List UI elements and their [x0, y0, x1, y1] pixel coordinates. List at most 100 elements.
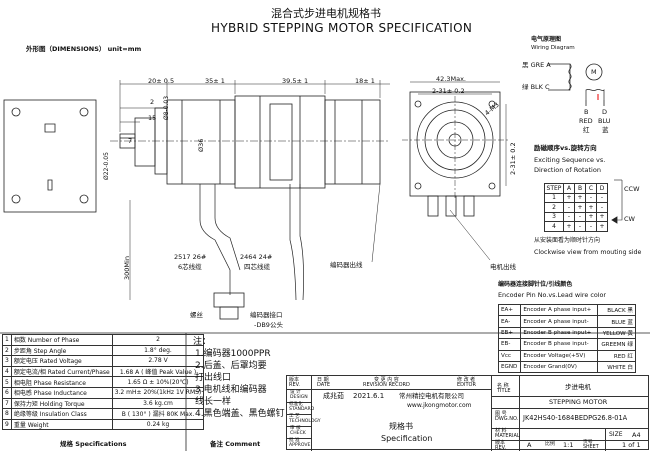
seq-cell: -	[596, 202, 608, 213]
sequence-header-row: STEP A B C D	[544, 183, 608, 194]
encoder-connector-label: 编码器接口	[250, 311, 283, 319]
tb-sheet: 1 of 1	[622, 441, 641, 449]
sequence-row: 1++--	[544, 192, 608, 203]
title-block: 版本 REV. 日 期 DATE 变 更 内 容 REVISION RECORD…	[286, 375, 649, 451]
wiring-hong: 红	[583, 126, 590, 134]
pin-desc: Encoder A phase input-	[520, 315, 598, 328]
pin-cell: Vcc	[497, 349, 522, 362]
dim-len2: 35± 1	[205, 77, 225, 85]
spec-name: 步距角 Step Angle	[10, 344, 113, 357]
pin-desc: Encoder B phase input+	[520, 326, 598, 340]
tb-website: www.jkongmotor.com	[407, 402, 472, 409]
dim-flat: 7	[128, 137, 133, 145]
tb-date-label: 日 期 DATE	[317, 377, 331, 388]
wiring-b: B	[584, 108, 589, 116]
pin-cell: EA+	[497, 303, 522, 317]
encoder-row: EB+Encoder B phase input+YELLOW 黄	[497, 326, 637, 340]
pin-cell: EA-	[497, 315, 522, 328]
pin-desc: Encoder B phase input-	[520, 338, 598, 351]
spec-no: 7	[2, 397, 12, 410]
spec-no: 3	[2, 355, 12, 367]
spec-name: 额定电流/相 Rated Current/Phase	[10, 365, 113, 378]
note-line-6: 4.黑色端盖、黑色螺钉	[195, 409, 285, 419]
seq-cell: +	[596, 211, 608, 222]
seq-h4: D	[596, 183, 608, 194]
encoder-wire-label: 编码器出线	[330, 261, 363, 269]
tb-sheet-label: 页号 SHEET	[583, 440, 599, 450]
spec-value: 2.78 V	[111, 355, 205, 367]
title-en: HYBRID STEPPING MOTOR SPECIFICATION	[211, 21, 473, 35]
spec-name: 相数 Number of Phase	[10, 334, 113, 346]
tb-size-label: SIZE	[609, 431, 623, 438]
dim-sq42: 42.3Max.	[436, 75, 466, 83]
seq-cell: +	[563, 221, 575, 232]
spec-value: 1.68 A ( 峰值 Peak Value )	[111, 365, 205, 378]
pin-desc: Encoder A phase input+	[520, 303, 598, 317]
spec-no: 1	[2, 334, 12, 346]
pin-cell: EGND	[497, 360, 522, 374]
tb-scale: 1:1	[563, 441, 574, 449]
spec-value: 1.65 Ω ± 10%(20℃)	[111, 376, 205, 388]
seq-cell: -	[596, 192, 608, 203]
seq-cell: -	[574, 211, 586, 222]
tb-name-cn: 步进电机	[565, 383, 591, 391]
seq-cell: +	[574, 202, 586, 213]
sequence-row: 2-++-	[544, 202, 608, 213]
seq-cell: -	[585, 192, 597, 203]
wiring-lan: 蓝	[602, 126, 609, 134]
cable2b-label: 四芯线缆	[244, 263, 270, 271]
encoder-pin-table: EA+Encoder A phase input+BLACK 黑 EA-Enco…	[497, 303, 637, 374]
tb-size: A4	[632, 431, 641, 439]
seq-cell: -	[563, 202, 575, 213]
note-line-3: 打出线口	[195, 373, 232, 383]
seq-h2: B	[574, 183, 586, 194]
pin-color: GREEMN 绿	[596, 338, 637, 351]
dim-len4: 18± 1	[355, 77, 375, 85]
seq-cell: +	[563, 192, 575, 203]
note-line-2: 2.后盖、后罩均要	[195, 361, 267, 371]
pin-color: BLUE 蓝	[596, 315, 637, 328]
pin-color: WHITE 白	[596, 360, 637, 374]
cable1-label: 2517 26#	[174, 253, 207, 261]
ccw-label: CCW	[624, 185, 640, 193]
tb-dwg-no: JK42HS40-1684BEDPG26.8-01A	[523, 414, 628, 422]
dim-pitch-side: 2-31± 0.2	[509, 142, 517, 175]
tb-rev-record: 变 更 内 容 REVISION RECORD	[363, 377, 410, 388]
seq-cell: -	[585, 221, 597, 232]
front-flange-view	[3, 99, 97, 213]
dim-len1: 20± 0.5	[148, 77, 175, 85]
seq-cell: 3	[544, 211, 564, 222]
spec-no: 2	[2, 344, 12, 357]
spec-no: 9	[2, 418, 12, 431]
dim-pitch-top: 2-31± 0.2	[432, 87, 465, 95]
dim-d36: Ø36	[197, 138, 205, 152]
seq-cell: +	[574, 192, 586, 203]
sequence-title-cn: 励磁顺序vs.旋转方向	[534, 144, 597, 152]
tb-dwg-label: 图 号 DWG.NO.	[495, 411, 519, 422]
seq-h0: STEP	[544, 183, 564, 194]
spec-value: 0.24 kg	[111, 418, 205, 431]
spec-no: 5	[2, 376, 12, 388]
db9-label: -DB9公头	[254, 321, 283, 329]
wiring-motor: M	[591, 68, 597, 76]
dim-d15: 15	[148, 114, 157, 122]
sequence-note-cn: 从安装面看为顺时针方向	[534, 237, 601, 244]
sequence-title-en1: Exciting Sequence vs.	[534, 156, 606, 164]
cable2-label: 2464 24#	[240, 253, 273, 261]
tb-doc-en: Specification	[381, 434, 433, 443]
spec-no: 8	[2, 408, 12, 420]
spec-value: 1.8° deg.	[111, 344, 205, 357]
encoder-title-cn: 编码器连接脚针位/引线颜色	[498, 281, 573, 288]
wiring-c: 绿 BLK C	[522, 83, 550, 91]
tb-editor: 修 改 者 EDITOR	[457, 377, 476, 388]
spec-name: 绝缘等级 Insulation Class	[10, 408, 113, 420]
